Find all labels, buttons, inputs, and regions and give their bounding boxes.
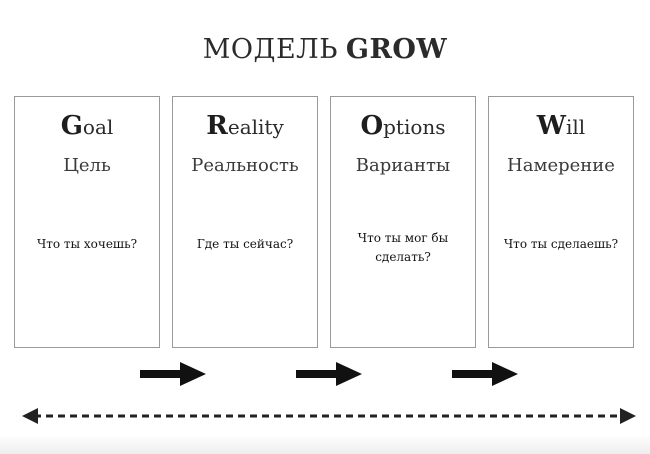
arrow-right-icon [296,362,362,386]
title-plain: МОДЕЛЬ [202,34,338,65]
card-will-rest: ill [566,115,586,139]
card-will-initial: W [536,111,566,141]
bottom-shade [0,434,650,454]
card-goal-rest: oal [82,115,114,139]
card-reality-heading: Reality [173,111,317,141]
card-options: Options Варианты Что ты мог бы сделать? [330,96,476,348]
card-reality-russian: Реальность [191,155,299,176]
arrow-right-icon [140,362,206,386]
arrow-right-icon [452,362,518,386]
card-goal-russian: Цель [63,155,111,176]
card-reality-question: Где ты сейчас? [196,237,294,251]
card-options-heading: Options [331,111,475,141]
card-options-initial: O [360,111,384,141]
card-reality-rest: eality [227,115,284,139]
card-options-rest: ptions [383,115,446,139]
double-arrow-icon [22,408,636,424]
card-reality: Reality Реальность Где ты сейчас? [172,96,318,348]
card-options-question: Что ты мог бы сделать? [335,229,471,267]
card-will-heading: Will [489,111,633,141]
card-options-russian: Варианты [355,155,451,176]
card-will-question: Что ты сделаешь? [503,237,619,251]
card-options-question-line1: Что ты мог бы [357,231,449,245]
card-will: Will Намерение Что ты сделаешь? [488,96,634,348]
title-bold: GROW [345,34,448,65]
card-goal-initial: G [60,111,83,141]
card-will-russian: Намерение [507,155,615,176]
card-goal-heading: Goal [15,111,159,141]
card-goal: Goal Цель Что ты хочешь? [14,96,160,348]
card-options-question-line2: сделать? [375,250,431,264]
card-reality-initial: R [206,111,228,141]
card-goal-question: Что ты хочешь? [36,237,138,251]
